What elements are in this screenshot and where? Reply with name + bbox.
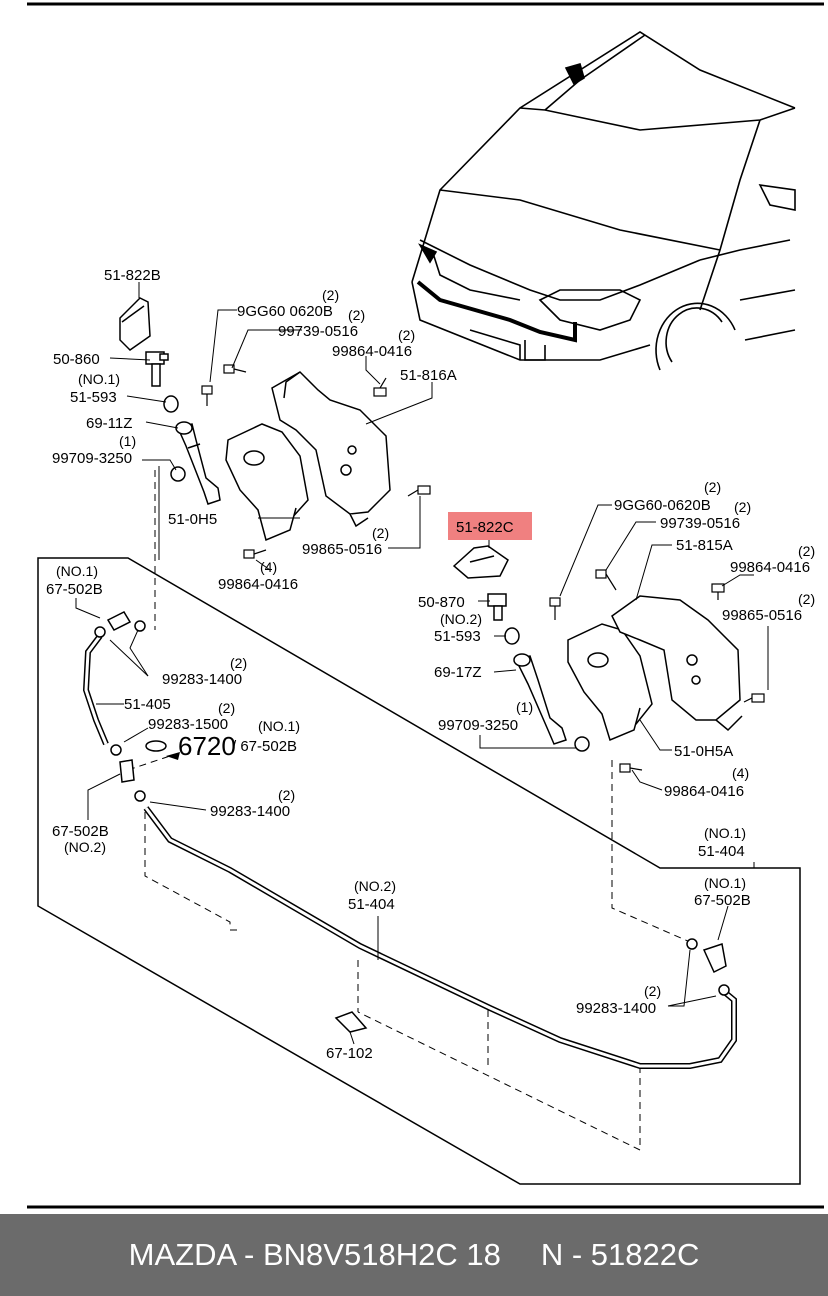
right-nozzle-cap-51-822C [452,545,509,579]
label-99864-bot-left: 99864-0416 [218,576,298,593]
no-67-502B-right: (NO.1) [704,875,746,891]
no-67-502B-top: (NO.1) [56,563,98,579]
qty-99865-left: (2) [372,525,389,541]
label-51-815A: 51-815A [676,537,733,554]
qty-99739-right: (2) [734,499,751,515]
no-51-593-left: (NO.1) [78,371,120,387]
footer-bar: MAZDA - BN8V518H2C 18 N - 51822C [0,1214,828,1296]
left-hose-clip-99709 [170,466,186,482]
label-67-502B-mid: / 67-502B [232,738,297,755]
qty-99739-left: (2) [348,307,365,323]
label-99864-top-right: 99864-0416 [730,559,810,576]
label-51-822B: 51-822B [104,267,161,284]
no-51-593-right: (NO.2) [440,611,482,627]
footer-part-number: MAZDA - BN8V518H2C 18 [128,1237,501,1272]
label-69-17Z: 69-17Z [434,664,482,681]
label-51-822C-highlighted: 51-822C [456,519,514,536]
highlight-box [448,512,532,540]
label-9GG60-left: 9GG60 0620B [237,303,333,320]
label-67-502B-top: 67-502B [46,581,103,598]
no-51-404-mid: (NO.2) [354,878,396,894]
qty-9GG60-left: (2) [322,287,339,303]
qty-9GG60-right: (2) [704,479,721,495]
mid-arrow [166,752,180,760]
qty-99864-top-left: (2) [398,327,415,343]
qty-99709-right: (1) [516,699,533,715]
left-bracket-51-0H5 [225,423,309,542]
label-99864-top-left: 99864-0416 [332,343,412,360]
label-99865-right: 99865-0516 [722,607,802,624]
label-51-816A: 51-816A [400,367,457,384]
label-6720: 6720 [178,731,236,761]
label-50-860: 50-860 [53,351,100,368]
label-99709-right: 99709-3250 [438,717,518,734]
left-nozzle-50-860 [145,351,169,387]
label-99739-right: 99739-0516 [660,515,740,532]
label-9GG60-right: 9GG60-0620B [614,497,711,514]
right-bolts [549,569,765,773]
label-50-870: 50-870 [418,594,465,611]
qty-99283-1400-a: (2) [230,655,247,671]
hose-51-405-inner [84,635,108,745]
left-leader-lines [109,282,433,571]
hose-51-404-no2 [143,806,737,1069]
no-67-502B-bot: (NO.2) [64,839,106,855]
right-washer-cylinder-69-17Z [513,653,567,745]
qty-99865-right: (2) [798,591,815,607]
left-washer-cylinder-69-11Z [175,421,221,505]
part-labels: 51-822B (2) 9GG60 0620B (2) 99739-0516 (… [46,267,815,1062]
label-69-11Z: 69-11Z [86,415,132,432]
right-nozzle-50-870 [487,593,507,621]
label-51-404-mid: 51-404 [348,896,395,913]
qty-99283-1400-b: (2) [278,787,295,803]
right-check-valve-51-593 [504,627,520,645]
label-51-0H5: 51-0H5 [168,511,217,528]
hose-51-404-no2-inner [144,807,736,1068]
label-67-502B-right: 67-502B [694,892,751,909]
washer-hose-route [416,280,577,343]
label-51-405: 51-405 [124,696,171,713]
label-51-593-left: 51-593 [70,389,117,406]
label-99709-left: 99709-3250 [52,450,132,467]
footer-reference: N - 51822C [540,1237,700,1272]
no-67-502B-mid: (NO.1) [258,718,300,734]
no-51-404-right: (NO.1) [704,825,746,841]
left-check-valve-51-593 [163,395,179,413]
hose-frame [37,557,801,1185]
hose-leader-lines [75,598,755,1045]
qty-99864-bot-left: (4) [260,559,277,575]
right-bracket-51-815A [611,595,743,732]
label-67-102: 67-102 [326,1045,373,1062]
label-51-404-right: 51-404 [698,843,745,860]
label-51-0H5A: 51-0H5A [674,743,733,760]
left-bracket-51-816A [271,371,391,528]
label-99739-left: 99739-0516 [278,323,358,340]
hose-dashed-guides [127,470,691,1151]
label-67-502B-bot: 67-502B [52,823,109,840]
left-nozzle-cap [119,297,151,351]
right-bracket-51-0H5A [567,623,653,742]
hose-joints [94,611,730,1033]
label-51-593-right: 51-593 [434,628,481,645]
label-99865-left: 99865-0516 [302,541,382,558]
label-99864-bot-right: 99864-0416 [664,783,744,800]
label-99283-1400-c: 99283-1400 [576,1000,656,1017]
qty-99864-bot-right: (4) [732,765,749,781]
right-leader-lines [478,504,769,791]
label-99283-1400-a: 99283-1400 [162,671,242,688]
qty-99709-left: (1) [119,433,136,449]
label-99283-1400-b: 99283-1400 [210,803,290,820]
right-hose-clip-99709 [574,736,590,752]
car-front-illustration [411,31,796,371]
left-bolts [201,364,431,559]
label-99283-1500: 99283-1500 [148,716,228,733]
qty-99864-top-right: (2) [798,543,815,559]
qty-99283-1500: (2) [218,700,235,716]
qty-99283-1400-c: (2) [644,983,661,999]
